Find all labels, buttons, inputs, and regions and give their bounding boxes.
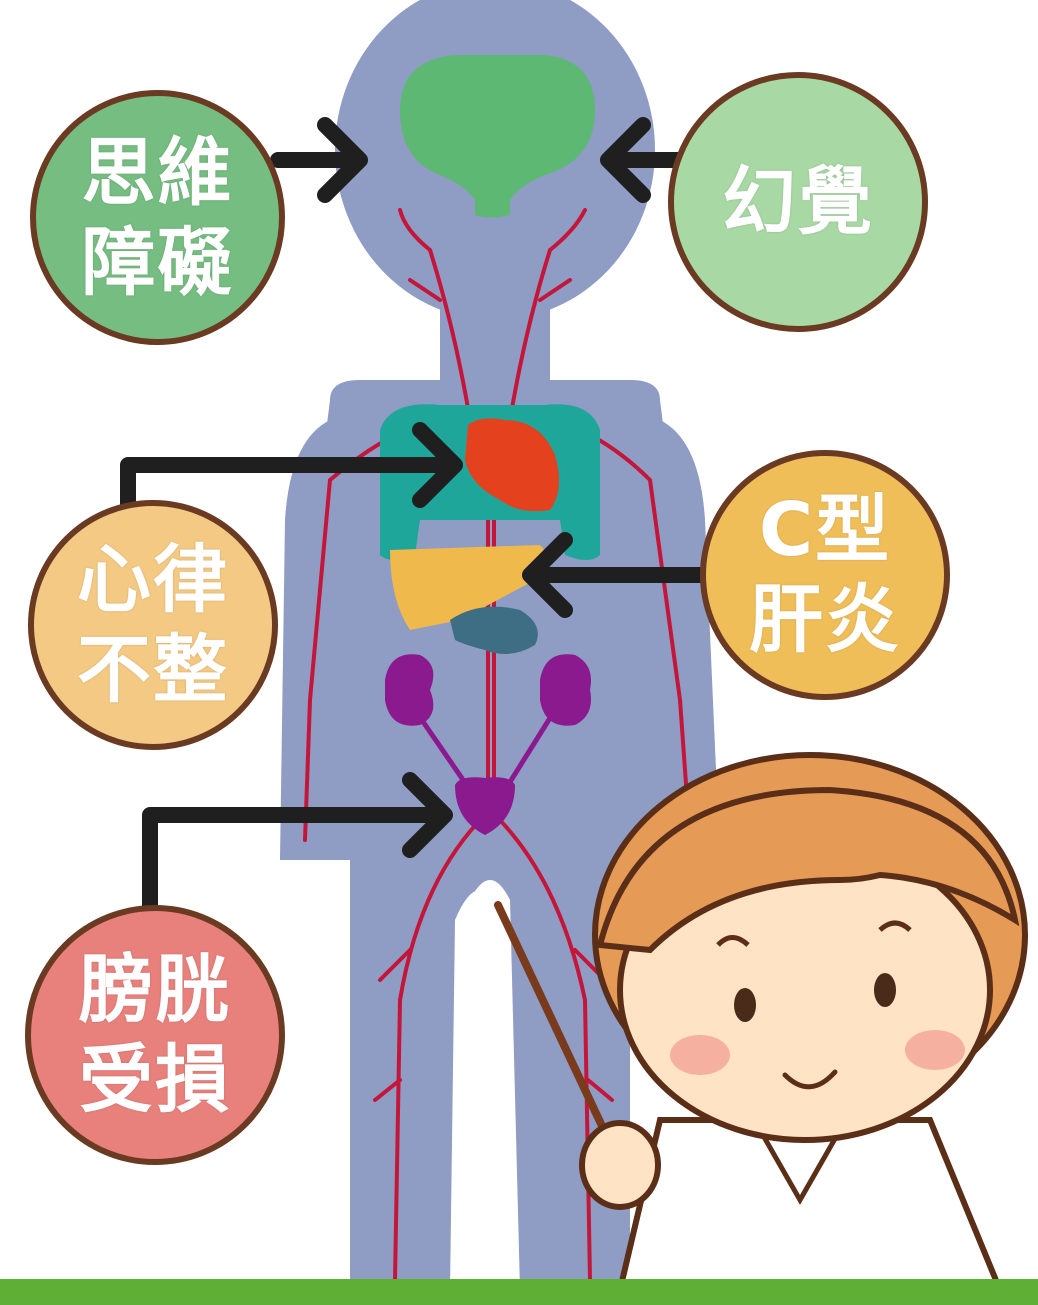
label-arrhythmia-line2: 不整 — [77, 627, 229, 713]
label-bladder-damage: 膀胱 受損 — [25, 905, 285, 1165]
green-bottom-bar — [0, 1279, 1038, 1305]
brain-icon — [400, 55, 595, 218]
label-thought-disorder-line2: 障礙 — [81, 219, 234, 306]
label-hallucination: 幻覺 — [668, 72, 928, 332]
label-hepatitis-c: C型 肝炎 — [700, 450, 950, 700]
stomach-icon — [450, 606, 538, 654]
leg-gap — [450, 890, 515, 1290]
label-thought-disorder-line1: 思維 — [81, 129, 234, 216]
kidney-left-icon — [385, 654, 434, 726]
pointer-stick — [494, 901, 622, 1164]
kidney-right-icon — [540, 654, 591, 726]
liver-icon — [390, 545, 547, 630]
label-arrhythmia: 心律 不整 — [28, 500, 278, 750]
label-hallucination-line1: 幻覺 — [722, 159, 874, 245]
label-thought-disorder: 思維 障礙 — [30, 90, 285, 345]
heart-icon — [465, 418, 559, 512]
ureter-right — [502, 708, 558, 792]
label-arrhythmia-line1: 心律 — [77, 537, 229, 623]
bladder-icon — [455, 777, 515, 835]
ureter-left — [412, 708, 473, 792]
label-bladder-damage-line2: 受損 — [79, 1037, 231, 1123]
label-hepatitis-c-line1: C型 — [758, 487, 892, 573]
label-bladder-damage-line1: 膀胱 — [79, 947, 231, 1033]
label-hepatitis-c-line2: 肝炎 — [749, 577, 901, 663]
doctor-character — [579, 752, 1028, 1293]
